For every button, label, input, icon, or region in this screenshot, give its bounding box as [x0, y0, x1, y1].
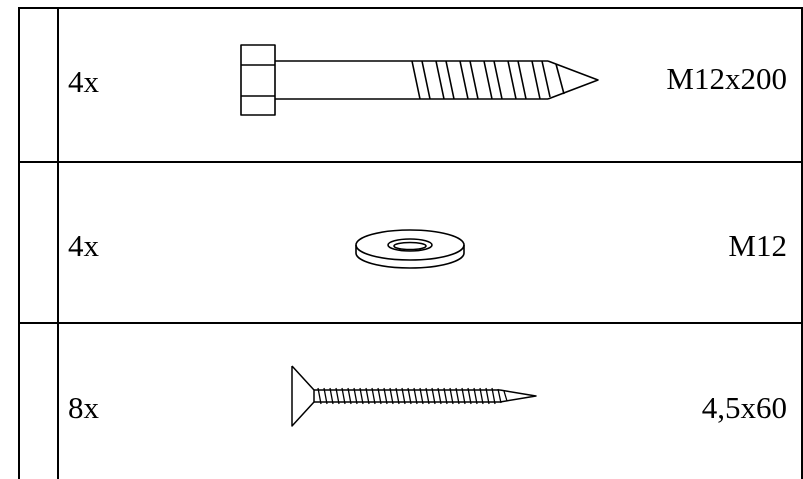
part-quantity: 4x: [68, 228, 99, 263]
hex-lag-bolt-icon: [238, 42, 603, 118]
countersunk-wood-screw-icon: [290, 364, 542, 430]
row-divider-1: [18, 161, 803, 163]
row-divider-2: [18, 322, 803, 324]
table-inner-column-border: [57, 7, 59, 479]
part-size: M12x200: [666, 61, 787, 96]
part-quantity: 8x: [68, 390, 99, 425]
washer-icon: [352, 226, 468, 272]
part-size: M12: [728, 228, 787, 263]
part-quantity: 4x: [68, 64, 99, 99]
table-top-border: [18, 7, 803, 9]
table-right-border: [801, 7, 803, 479]
table-left-border: [18, 7, 20, 479]
part-size: 4,5x60: [701, 390, 787, 425]
